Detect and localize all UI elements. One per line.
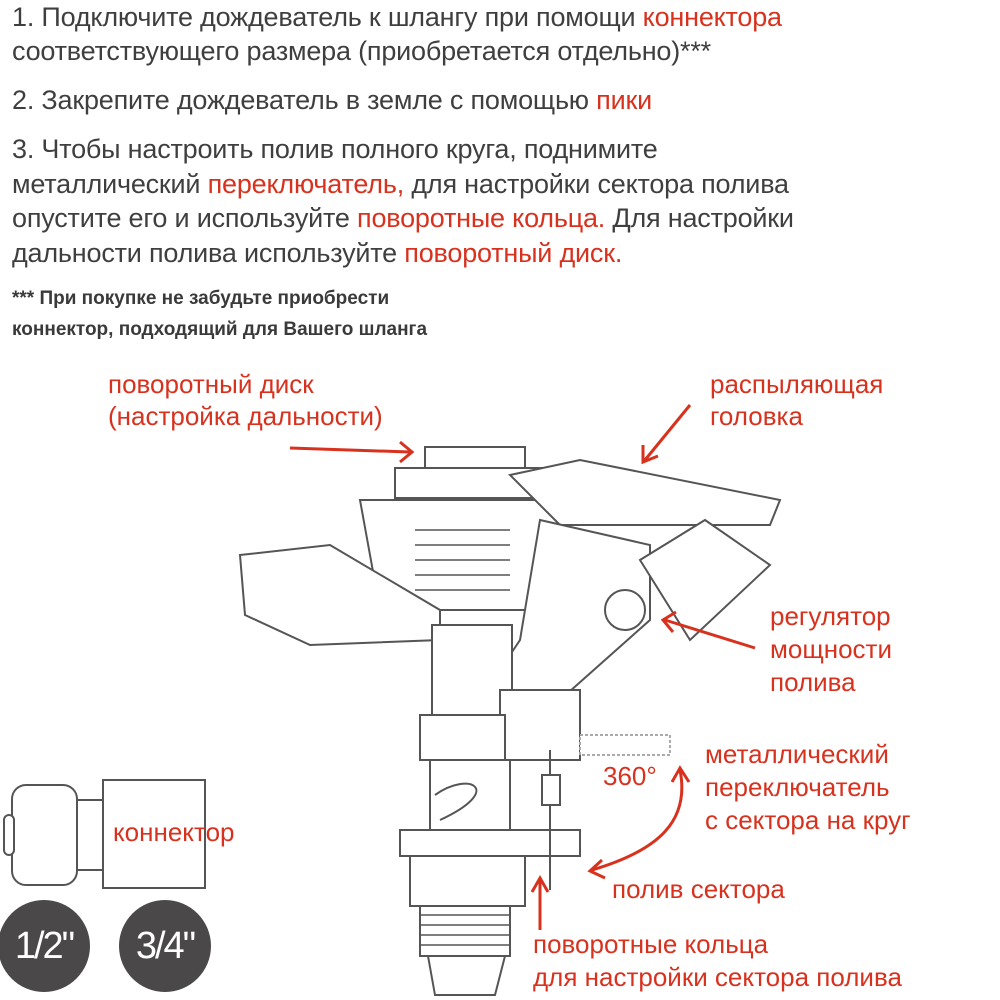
label-sector: полив сектора: [612, 874, 785, 904]
step-text: 1. Подключите дождеватель к шлангу при п…: [12, 2, 643, 32]
disc-highlight: поворотный диск.: [404, 238, 623, 268]
step-3-line-2: металлический переключатель, для настрой…: [12, 167, 789, 202]
label-power-2: мощности: [770, 634, 892, 664]
label-switch-2: переключатель: [705, 772, 890, 802]
label-power-3: полива: [770, 667, 856, 697]
step-text: металлический: [12, 169, 208, 199]
rings-highlight: поворотные кольца.: [357, 203, 606, 233]
arrow-disc: [289, 446, 411, 454]
arrow-power: [664, 618, 756, 650]
step-text: Для настройки: [605, 203, 794, 233]
switch-highlight: переключатель,: [207, 169, 405, 199]
step-3-line-1: 3. Чтобы настроить полив полного круга, …: [12, 134, 658, 164]
size-badge-three-quarter-inch: 3/4": [119, 900, 211, 992]
label-power-1: регулятор: [770, 601, 891, 631]
step-3-line-3: опустите его и используйте поворотные ко…: [12, 201, 794, 236]
arrow-head: [643, 404, 692, 461]
label-rings-2: для настройки сектора полива: [533, 962, 902, 992]
step-2: 2. Закрепите дождеватель в земле с помощ…: [12, 83, 652, 118]
step-text: дальности полива используйте: [12, 238, 405, 268]
step-text: опустите его и используйте: [12, 203, 358, 233]
footnote-line-2: коннектор, подходящий для Вашего шланга: [12, 319, 428, 340]
label-rings-1: поворотные кольца: [533, 929, 769, 959]
label-spray-head: распыляющая: [710, 369, 884, 399]
footnote-line-1: *** При покупке не забудьте приобрести: [12, 288, 390, 309]
sprinkler-illustration: [238, 446, 782, 996]
connector-highlight: коннектора: [642, 2, 782, 32]
size-badge-half-inch: 1/2": [0, 900, 90, 992]
step-text: для настройки сектора полива: [404, 169, 789, 199]
label-rotary-disc-sub: (настройка дальности): [108, 401, 383, 431]
label-spray-head-sub: головка: [710, 401, 803, 431]
spike-highlight: пики: [596, 85, 652, 115]
label-360: 360°: [603, 761, 657, 791]
label-switch-3: с сектора на круг: [705, 805, 911, 835]
step-text: 2. Закрепите дождеватель в земле с помощ…: [12, 85, 597, 115]
step-1-line-1: 1. Подключите дождеватель к шлангу при п…: [12, 0, 782, 35]
connector-illustration: [3, 779, 206, 889]
step-3-line-4: дальности полива используйте поворотный …: [12, 236, 622, 271]
arrow-360: [591, 769, 684, 872]
step-1-line-2: соответствующего размера (приобретается …: [12, 36, 711, 66]
label-connector: коннектор: [113, 817, 235, 847]
label-rotary-disc: поворотный диск: [108, 369, 314, 399]
label-switch-1: металлический: [705, 739, 889, 769]
pointer-arrows: [289, 404, 756, 930]
